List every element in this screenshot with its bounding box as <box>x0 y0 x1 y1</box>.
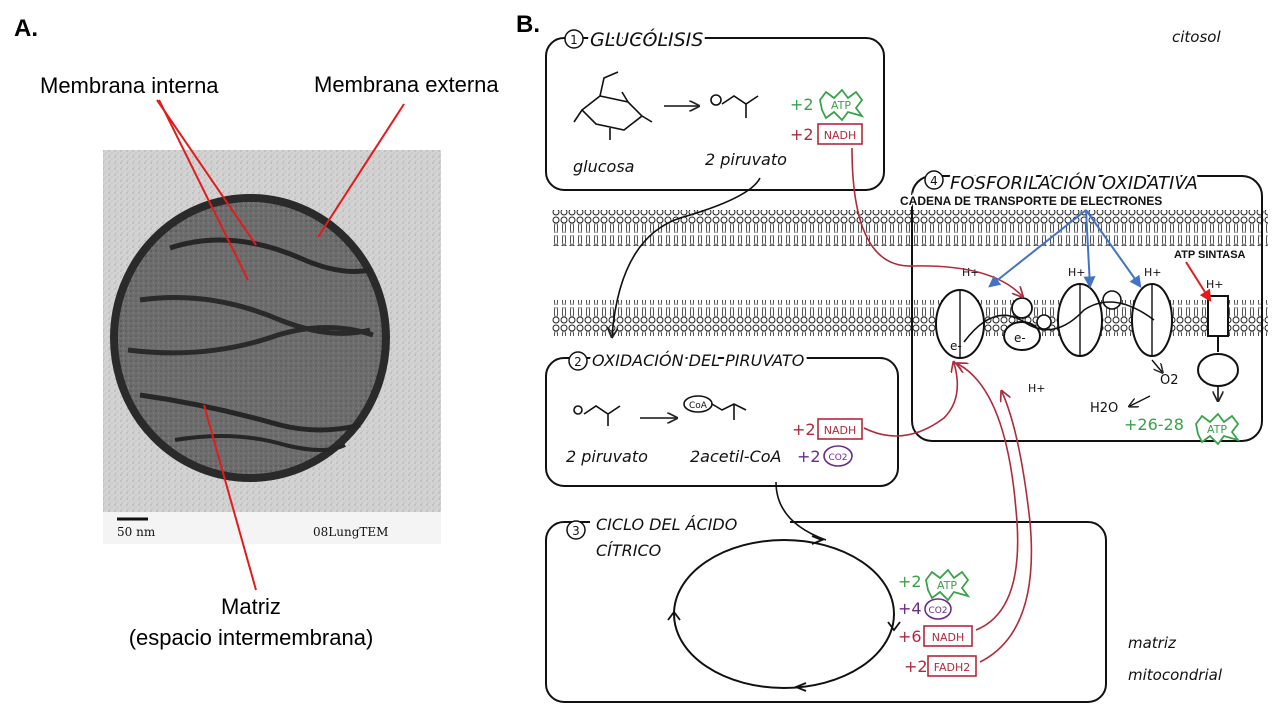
inner-membrane-label: Membrana interna <box>40 73 219 98</box>
pyruvate-structure <box>710 94 759 118</box>
step-3-number: 3 <box>572 524 580 538</box>
etc-pointers <box>988 209 1142 289</box>
h-plus-2: H+ <box>1068 266 1086 279</box>
atp-synthase-label: ATP SINTASA <box>1174 249 1246 261</box>
atp-burst-icon <box>819 88 865 122</box>
panel-a-label: A. <box>14 15 38 42</box>
atp-burst-icon-2 <box>925 568 971 602</box>
pyruvate-oxidation-nadh-label: NADH <box>824 424 857 437</box>
citric-cycle-title-2: CÍTRICO <box>596 541 661 560</box>
glucose-structure <box>573 71 653 140</box>
glycolysis-title: GLUCÓLISIS <box>590 27 703 51</box>
nadh-box-icon-3 <box>923 625 973 647</box>
glycolysis-box <box>545 37 885 191</box>
step-1-badge <box>564 29 584 49</box>
tem-micrograph <box>103 150 441 544</box>
coa-label: CoA <box>689 401 708 411</box>
h2o-label: H2O <box>1090 401 1118 416</box>
scale-bar-label: 50 nm <box>117 525 156 539</box>
glycolysis-to-pyruvate-arrow <box>612 177 761 336</box>
citric-title-bg <box>590 510 790 566</box>
co2-circle-icon <box>823 445 853 467</box>
krebs-cycle-loop <box>673 539 895 689</box>
complex-iii <box>1057 283 1122 357</box>
pyruvate-oxidation-box <box>545 357 899 487</box>
pointer-lines <box>156 99 405 591</box>
o2-label: O2 <box>1160 373 1179 388</box>
ox-phos-title: FOSFORILACIÓN OXIDATIVA <box>950 172 1198 194</box>
outer-membrane-label: Membrana externa <box>314 72 499 97</box>
ox-phos-atp-count: +26-28 <box>1124 415 1184 434</box>
step-3-badge <box>566 520 586 540</box>
electron-label-1: e- <box>950 339 962 353</box>
step-2-number: 2 <box>574 355 582 369</box>
pyruvate-oxidation-nadh-count: +2 <box>792 420 816 439</box>
nadh-box-icon <box>817 123 863 145</box>
matrix-region-label-2: mitocondrial <box>1128 666 1223 684</box>
complex-i <box>935 289 985 359</box>
complex-iv <box>1131 283 1173 357</box>
pyruvate-structure-2 <box>573 405 621 426</box>
citric-nadh-label: NADH <box>932 631 965 644</box>
pyruvate-oxidation-co2-count: +2 <box>797 447 821 466</box>
image-code: 08LungTEM <box>313 525 388 539</box>
h-plus-matrix: H+ <box>1028 382 1046 395</box>
fadh-box-icon <box>927 655 977 677</box>
o2-to-h2o-arrow <box>1130 395 1151 406</box>
electron-carrier-arrows <box>851 147 1033 663</box>
cycle-arrowhead-left <box>667 610 681 621</box>
cycle-arrowhead-right <box>887 621 901 632</box>
citric-atp-count: +2 <box>898 572 922 591</box>
atp-burst-icon-3 <box>1195 412 1241 446</box>
panel-b-label: B. <box>516 11 540 38</box>
pyruvate-oxidation-co2-label: CO2 <box>828 453 847 463</box>
o2-arrow <box>1151 359 1162 372</box>
electron-label-2: e- <box>1014 331 1026 345</box>
citric-nadh-count: +6 <box>898 627 922 646</box>
citosol-label: citosol <box>1172 28 1221 46</box>
matrix-label: Matriz <box>221 594 281 619</box>
atp-synthase-icon <box>1197 295 1239 400</box>
glycolysis-nadh-count: +2 <box>790 125 814 144</box>
cycle-arrowhead-top <box>811 535 825 545</box>
acetyl-to-cycle-arrow <box>775 481 827 541</box>
citric-co2-count: +4 <box>898 599 922 618</box>
co2-circle-icon-2 <box>924 598 952 620</box>
matrix-sublabel: (espacio intermembrana) <box>129 625 374 650</box>
citric-atp-label: ATP <box>937 579 957 592</box>
glycolysis-nadh-label: NADH <box>824 129 857 142</box>
step-4-number: 4 <box>930 174 938 188</box>
cycle-arrowhead-bottom <box>793 682 807 692</box>
acetyl-coa-label: 2acetil-CoA <box>690 447 781 466</box>
atp-synthase-pointer <box>1185 261 1212 303</box>
pyruvate-label-2: 2 piruvato <box>566 447 648 466</box>
pyruvate-oxidation-title: OXIDACIÓN DEL PIRUVATO <box>592 351 804 370</box>
step-2-badge <box>568 351 588 371</box>
h-plus-4: H+ <box>1206 278 1224 291</box>
glycolysis-atp-label: ATP <box>831 99 851 112</box>
matrix-region-label: matriz <box>1128 634 1177 652</box>
glycolysis-atp-count: +2 <box>790 95 814 114</box>
acetyl-structure <box>711 403 747 420</box>
citric-fadh-count: +2 <box>904 657 928 676</box>
ox-phos-atp-label: ATP <box>1207 423 1227 436</box>
ox-phos-box <box>911 175 1263 442</box>
citric-co2-label: CO2 <box>928 606 947 616</box>
h-plus-3: H+ <box>1144 266 1162 279</box>
step-4-badge <box>924 170 944 190</box>
glucose-label: glucosa <box>573 157 634 176</box>
electron-path <box>963 301 1155 343</box>
outer-mitochondrial-membrane <box>552 210 1268 246</box>
step-1-number: 1 <box>570 33 578 47</box>
citric-cycle-title: CICLO DEL ÁCIDO <box>596 515 737 534</box>
nadh-box-icon-2 <box>817 418 863 440</box>
citric-fadh-label: FADH2 <box>934 661 971 674</box>
etc-label: CADENA DE TRANSPORTE DE ELECTRONES <box>900 194 1162 208</box>
pyruvate-label: 2 piruvato <box>705 150 787 169</box>
